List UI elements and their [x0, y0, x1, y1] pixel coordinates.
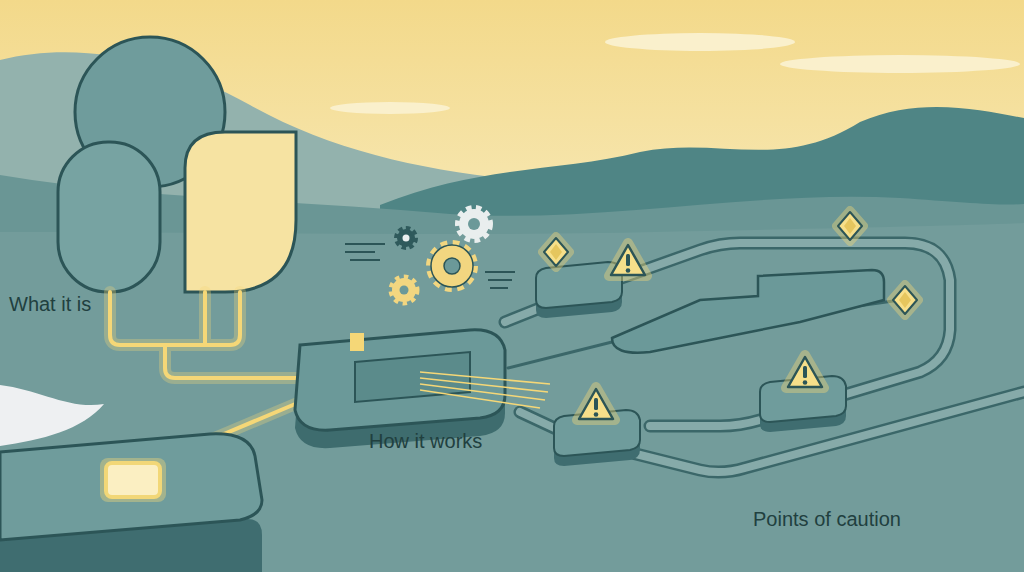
block-top	[0, 434, 262, 540]
platform	[612, 270, 884, 353]
gear	[397, 229, 415, 247]
concept-lobe	[58, 142, 160, 292]
ground	[0, 223, 1024, 572]
track-edge	[505, 243, 950, 426]
gear-hub	[468, 218, 480, 230]
section-label: Points of caution	[750, 506, 904, 532]
diamond-marker	[836, 210, 864, 242]
warning-icon	[609, 243, 647, 276]
section-label: What it is	[6, 291, 94, 317]
concept-leaf	[185, 132, 296, 292]
swoosh	[0, 385, 104, 446]
diamond-marker	[891, 284, 919, 316]
connector-plug	[350, 333, 364, 351]
gear-hub	[444, 258, 460, 274]
light-glow	[100, 458, 166, 502]
diamond-marker	[542, 236, 570, 268]
gear-rim	[431, 245, 473, 287]
gears	[345, 209, 515, 302]
caution-markers	[536, 210, 919, 466]
tracks	[505, 243, 1024, 472]
concept-icon	[58, 37, 296, 292]
track	[505, 243, 950, 426]
warning-icon	[786, 355, 824, 388]
cloud	[330, 102, 450, 114]
source-block	[0, 434, 262, 572]
light-panel	[106, 463, 160, 497]
gear	[392, 278, 416, 302]
cloud	[605, 33, 795, 51]
platform-top	[295, 330, 505, 430]
gear	[459, 209, 489, 239]
cloud	[780, 55, 1020, 73]
code-lines	[345, 244, 515, 288]
gear-hub	[400, 286, 409, 295]
section-label: How it works	[366, 428, 485, 454]
warning-icon	[577, 387, 615, 420]
gear	[431, 245, 473, 287]
gear-hub	[403, 235, 410, 242]
data-lines	[420, 372, 550, 408]
